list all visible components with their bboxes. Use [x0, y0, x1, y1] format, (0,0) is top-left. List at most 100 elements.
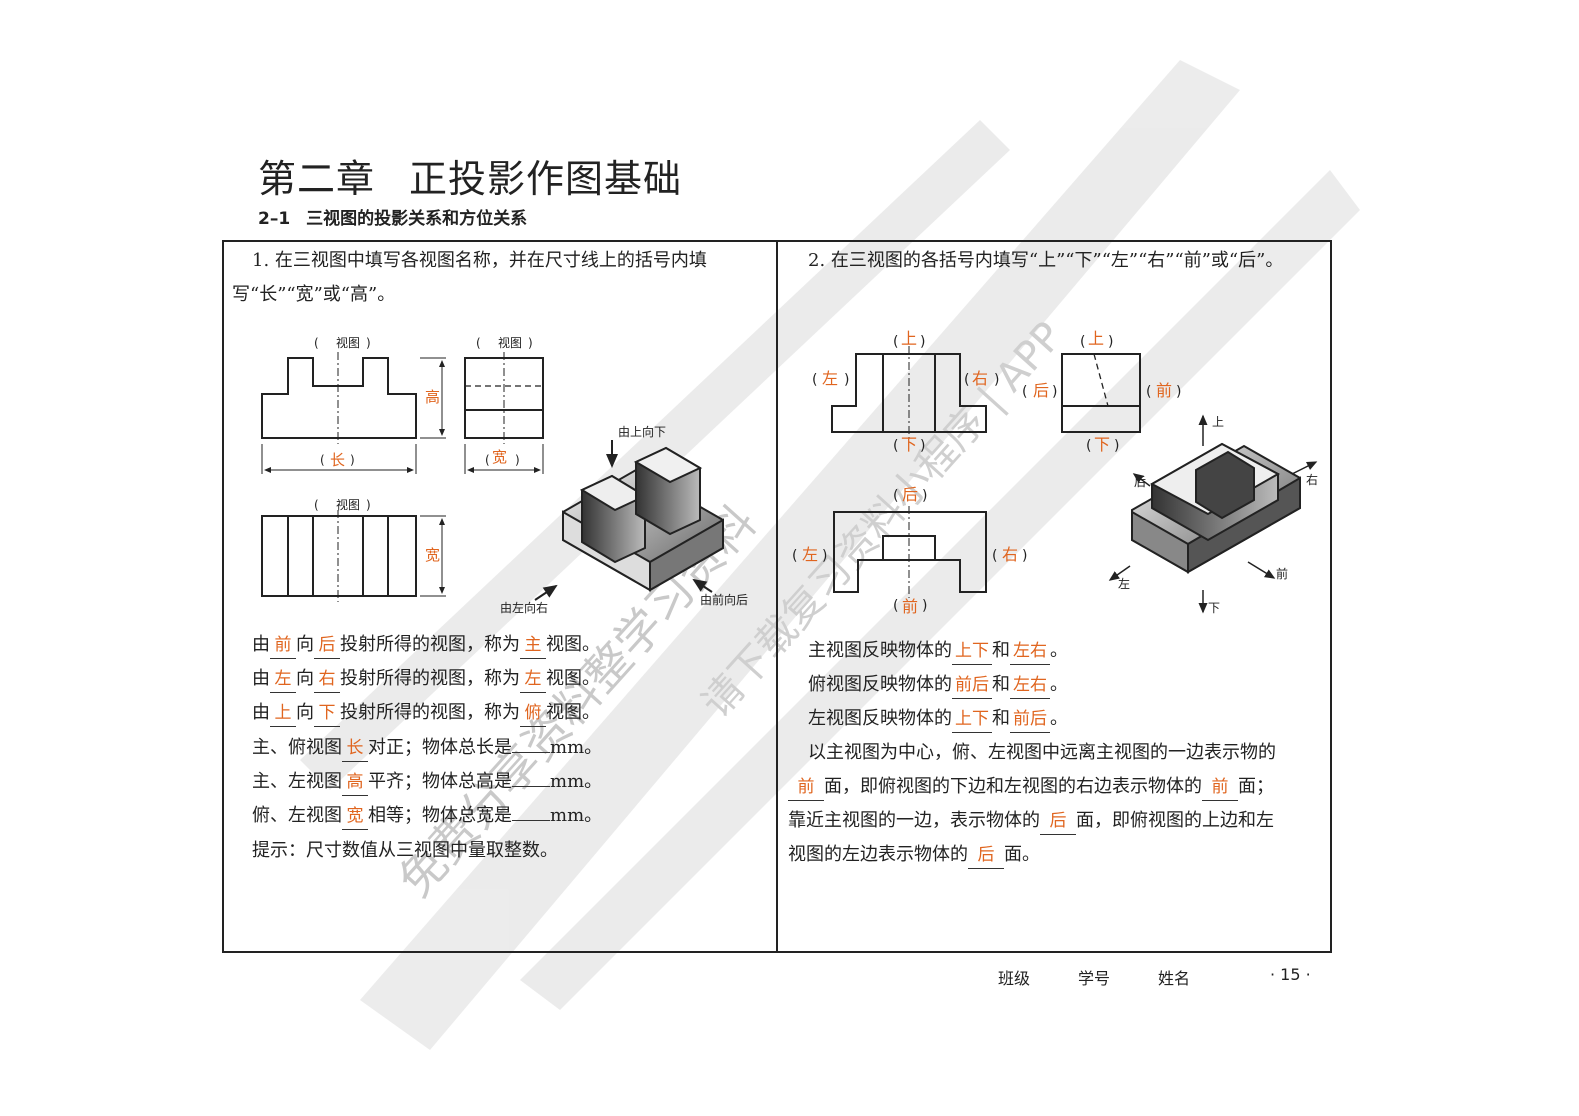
q1-isometric: [534, 440, 724, 601]
svg-text:): ): [1022, 548, 1027, 564]
q2-s1-a[interactable]: 上下: [952, 638, 992, 665]
q1-length-blank[interactable]: [512, 734, 550, 753]
q1-line-1: 由前向后投射所得的视图，称为主视图。: [252, 632, 600, 659]
svg-text:(: (: [893, 598, 898, 614]
q2-front-top: 上: [901, 329, 917, 348]
svg-text:): ): [994, 372, 999, 388]
q1-line-2: 由左向右投射所得的视图，称为左视图。: [252, 666, 600, 693]
q1-hint: 提示：尺寸数值从三视图中量取整数。: [252, 840, 558, 861]
q2-plan-top: 后: [902, 485, 918, 504]
svg-text:(: (: [314, 498, 319, 512]
q1-rel3-ans[interactable]: 宽: [342, 803, 368, 830]
q1-height-blank[interactable]: [512, 768, 550, 787]
svg-text:): ): [922, 488, 927, 504]
q2-plan-left: 左: [802, 545, 818, 564]
q1-dim-width-side: 宽: [492, 448, 507, 466]
svg-text:(: (: [320, 453, 325, 467]
q2-p-a3[interactable]: 后: [1040, 808, 1076, 835]
q2-top-view: [833, 511, 987, 593]
q1-l3-view[interactable]: 俯: [520, 700, 546, 727]
q1-dim-width-top: 宽: [425, 546, 440, 564]
q1-l2-to[interactable]: 右: [314, 666, 340, 693]
q1-l1-view[interactable]: 主: [520, 632, 546, 659]
q2-statement-2: 俯视图反映物体的前后和左右。: [808, 672, 1068, 699]
q1-rel2-ans[interactable]: 高: [342, 769, 368, 796]
footer-name: 姓名: [1158, 969, 1191, 988]
q2-s2-a[interactable]: 前后: [952, 672, 992, 699]
svg-text:(: (: [1086, 438, 1091, 454]
q2-front-right: 右: [972, 369, 988, 388]
svg-text:(: (: [893, 438, 898, 454]
svg-text:(: (: [476, 336, 481, 350]
q2-side-right: 前: [1156, 381, 1172, 400]
svg-text:): ): [1114, 438, 1119, 454]
q1-l2-view[interactable]: 左: [520, 666, 546, 693]
q2-prompt: 2. 在三视图的各括号内填写“上”“下”“左”“右”“前”或“后”。: [808, 250, 1284, 271]
svg-text:(: (: [992, 548, 997, 564]
q2-s1-b[interactable]: 左右: [1010, 638, 1050, 665]
axis-back: 后: [1134, 475, 1146, 489]
q1-dim-length: 长: [330, 451, 345, 469]
svg-text:): ): [920, 334, 925, 350]
svg-text:): ): [1108, 334, 1113, 350]
axis-left: 左: [1118, 576, 1130, 591]
section-name: 三视图的投影关系和方位关系: [306, 209, 528, 229]
q2-front-view: [831, 353, 987, 433]
svg-text:): ): [515, 453, 520, 467]
axis-up: 上: [1212, 415, 1224, 429]
arrow-top-label: 由上向下: [618, 424, 666, 439]
svg-text:(: (: [792, 548, 797, 564]
q2-para-line-4: 视图的左边表示物体的后面。: [788, 842, 1040, 869]
q2-p-a2[interactable]: 前: [1202, 774, 1238, 801]
svg-text:(: (: [893, 488, 898, 504]
q2-side-bottom: 下: [1094, 435, 1110, 454]
q1-l1-from[interactable]: 前: [270, 632, 296, 659]
q2-p-a1[interactable]: 前: [788, 774, 824, 801]
svg-text:): ): [366, 336, 371, 350]
arrow-front-label: 由前向后: [700, 592, 748, 607]
q2-s3-b[interactable]: 前后: [1010, 706, 1050, 733]
q2-para-line-3: 靠近主视图的一边，表示物体的后面，即俯视图的上边和左: [788, 808, 1274, 835]
q1-l3-to[interactable]: 下: [314, 700, 340, 727]
chapter-number: 第二章: [258, 157, 376, 201]
q1-prompt: 1. 在三视图中填写各视图名称，并在尺寸线上的括号内填写“长”“宽”或“高”。: [232, 250, 707, 305]
q1-dim-height: 高: [425, 388, 440, 406]
q2-p-a4[interactable]: 后: [968, 842, 1004, 869]
q1-l3-from[interactable]: 上: [270, 700, 296, 727]
svg-text:(: (: [893, 334, 898, 350]
q1-line-3: 由上向下投射所得的视图，称为俯视图。: [252, 700, 600, 727]
svg-text:): ): [922, 598, 927, 614]
svg-text:): ): [366, 498, 371, 512]
q2-plan-right: 右: [1002, 545, 1018, 564]
q1-l2-from[interactable]: 左: [270, 666, 296, 693]
q1-top-view: [261, 515, 417, 597]
axis-right: 右: [1306, 472, 1318, 487]
q2-side-view: [1061, 353, 1141, 433]
chapter-title: 第二章正投影作图基础: [258, 148, 682, 203]
svg-text:): ): [844, 372, 849, 388]
chapter-name: 正投影作图基础: [409, 157, 683, 201]
svg-text:): ): [1176, 384, 1181, 400]
q2-s2-b[interactable]: 左右: [1010, 672, 1050, 699]
q2-s3-a[interactable]: 上下: [952, 706, 992, 733]
footer-student-id: 学号: [1078, 969, 1111, 988]
svg-text:(: (: [314, 336, 319, 350]
q2-side-left: 后: [1033, 381, 1049, 400]
footer-class: 班级: [998, 969, 1031, 988]
svg-text:(: (: [964, 372, 969, 388]
svg-text:(: (: [485, 453, 490, 467]
axis-down: 下: [1208, 601, 1220, 615]
q1-width-blank[interactable]: [512, 802, 550, 821]
q1-rel1-ans[interactable]: 长: [342, 735, 368, 762]
q1-top-view-label: 视图: [336, 497, 360, 512]
q2-para-line-2: 前面，即俯视图的下边和左视图的右边表示物体的前面；: [788, 774, 1274, 801]
q1-l1-to[interactable]: 后: [314, 632, 340, 659]
svg-text:(: (: [1080, 334, 1085, 350]
svg-text:): ): [350, 453, 355, 467]
svg-text:): ): [1052, 384, 1057, 400]
column-divider: [776, 240, 778, 953]
svg-text:): ): [920, 438, 925, 454]
svg-text:(: (: [1146, 384, 1151, 400]
